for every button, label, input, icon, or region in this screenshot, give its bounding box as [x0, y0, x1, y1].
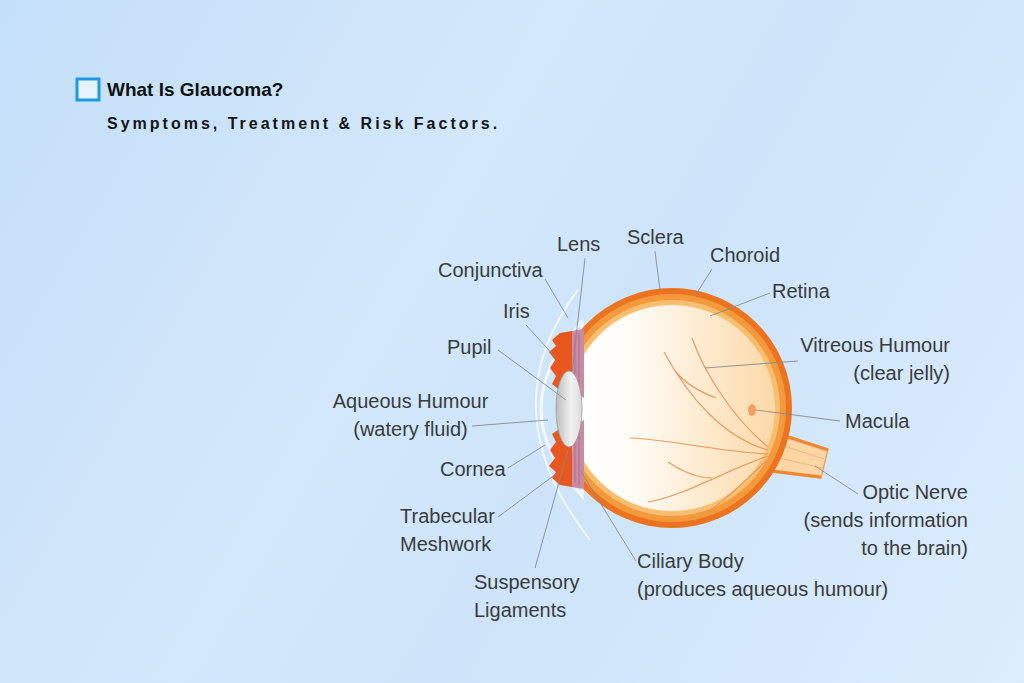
part-name: Cornea — [440, 455, 506, 483]
part-name: Aqueous Humour (watery fluid) — [323, 387, 498, 443]
conjunctiva-arc — [536, 290, 590, 540]
part-name: Sclera — [627, 223, 684, 251]
part-name: Conjunctiva — [438, 256, 543, 284]
macula-spot — [748, 404, 756, 416]
line-spacer — [788, 478, 838, 479]
subtitle: Symptoms, Treatment & Risk Factors. — [107, 114, 500, 134]
part-name: Macula — [845, 407, 909, 435]
lens-shape — [556, 371, 582, 447]
part-name: Pupil — [447, 333, 491, 361]
eyeball — [581, 288, 792, 528]
part-name: Ciliary Body (produces aqueous humour) — [637, 547, 902, 603]
leader-lines — [472, 251, 858, 568]
part-name: Vitreous Humour (clear jelly) — [775, 331, 950, 387]
part-name: Suspensory Ligaments — [474, 568, 614, 624]
part-name: Lens — [557, 230, 600, 258]
part-name: Optic Nerve (sends information to the br… — [788, 478, 968, 562]
part-name: Retina — [772, 277, 830, 305]
part-name: Trabecular Meshwork — [400, 502, 530, 558]
part-name: Iris — [503, 297, 530, 325]
line-spacer — [822, 547, 902, 548]
title-marker — [77, 79, 99, 100]
blood-vessels — [630, 338, 768, 520]
part-name: Choroid — [710, 241, 780, 269]
page-title: What Is Glaucoma? — [107, 78, 283, 102]
